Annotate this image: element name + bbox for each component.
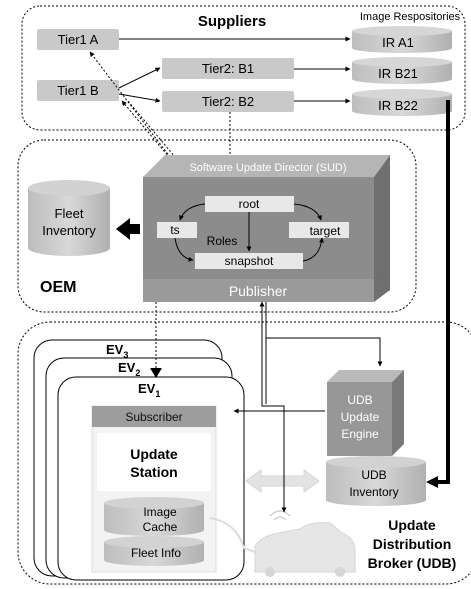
udb-title-line3: Broker (UDB) — [368, 555, 457, 571]
ev2-label: EV2 — [118, 360, 140, 378]
tier2-b1-box[interactable]: Tier2: B1 — [162, 58, 294, 79]
publisher-side-face — [374, 268, 390, 302]
image-cache-cylinder[interactable]: Image Cache — [104, 497, 204, 536]
udb-inventory-cylinder[interactable]: UDB Inventory — [326, 456, 426, 506]
udb-engine-label-3: Engine — [341, 427, 379, 441]
udb-region — [17, 321, 471, 585]
sud-to-tier1b-dotted-1 — [121, 100, 181, 171]
repos-to-udb-inventory-arrowhead — [426, 476, 438, 488]
sud-title: Software Update Director (SUD) — [189, 162, 346, 174]
udb-title-line2: Distribution — [373, 536, 452, 552]
update-station-label-2: Station — [130, 464, 177, 480]
car-wheel-rear-icon — [335, 567, 345, 577]
role-ts-label: ts — [170, 223, 179, 237]
udb-engine-side-face — [392, 370, 404, 456]
ir-b22-label: IR B22 — [378, 98, 418, 113]
ts-to-snapshot-arrow — [174, 237, 194, 262]
ev-udb-sync-arrow — [245, 469, 320, 493]
update-station-panel — [97, 433, 211, 491]
sud-side-face — [374, 155, 390, 290]
fleet-info-cylinder[interactable]: Fleet Info — [104, 536, 204, 566]
root-to-target-arrow — [293, 203, 322, 221]
publisher-to-ev1-arrowhead — [150, 368, 162, 378]
role-root-label: root — [239, 197, 260, 211]
tier1-a-label: Tier1 A — [58, 32, 99, 47]
fleet-inventory-cylinder[interactable]: Fleet Inventory — [28, 180, 110, 256]
udb-inventory-label-1: UDB — [361, 468, 386, 482]
car-icon — [254, 522, 356, 573]
sud-to-tier1b-dotted-2 — [127, 100, 187, 171]
tier1b-to-tier2b1-arrow — [118, 67, 161, 89]
udb-engine-label-1: UDB — [347, 393, 372, 407]
role-target-label: target — [310, 224, 341, 238]
wireless-signal-icon — [269, 510, 291, 521]
role-root-box[interactable]: root — [205, 196, 294, 212]
ir-a1-label: IR A1 — [382, 35, 414, 50]
oem-region — [17, 139, 417, 313]
root-to-ts-arrow — [179, 203, 206, 221]
image-cache-label-1: Image — [143, 505, 177, 519]
tier1-b-label: Tier1 B — [57, 83, 98, 98]
sud-top-face — [143, 155, 390, 177]
sud-to-tier1a-dotted — [89, 51, 181, 171]
ir-a1-cylinder[interactable]: IR A1 — [352, 26, 452, 53]
car-wheel-front-icon — [265, 567, 275, 577]
tier1b-to-tier2b2-arrow — [118, 93, 161, 103]
tier2-b2-label: Tier2: B2 — [202, 94, 254, 109]
ir-b22-cylinder[interactable]: IR B22 — [352, 89, 452, 116]
repositories-title: Image Respositories — [360, 11, 461, 23]
tier1-b-box[interactable]: Tier1 B — [37, 80, 119, 101]
tier1-a-box[interactable]: Tier1 A — [37, 29, 119, 50]
fleet-inventory-label-1: Fleet — [55, 206, 84, 221]
suppliers-title: Suppliers — [198, 13, 266, 30]
target-to-snapshot-arrow — [302, 237, 325, 262]
ev1-label: EV1 — [138, 381, 160, 399]
tier2-b1-label: Tier2: B1 — [202, 61, 254, 76]
role-ts-box[interactable]: ts — [157, 222, 197, 238]
update-station-label-1: Update — [130, 446, 178, 462]
image-cache-label-2: Cache — [143, 520, 178, 534]
ir-b21-cylinder[interactable]: IR B21 — [352, 57, 452, 84]
ir-b21-label: IR B21 — [378, 66, 418, 81]
udb-inventory-label-2: Inventory — [349, 485, 398, 499]
roles-label: Roles — [207, 234, 238, 248]
sud-to-fleet-inventory-arrow — [116, 218, 140, 240]
subscriber-box[interactable]: Subscriber — [92, 406, 216, 427]
role-snapshot-box[interactable]: snapshot — [195, 253, 303, 269]
udb-engine-label-2: Update — [341, 410, 380, 424]
fleet-info-label: Fleet Info — [131, 546, 181, 560]
repos-to-udb-inventory-line — [436, 100, 450, 484]
role-target-box[interactable]: target — [289, 222, 349, 238]
fleet-inventory-label-2: Inventory — [42, 223, 96, 238]
subscriber-label: Subscriber — [125, 410, 182, 424]
tier2-b2-box[interactable]: Tier2: B2 — [162, 91, 294, 112]
oem-title: OEM — [40, 279, 76, 296]
ev3-label: EV3 — [106, 342, 128, 360]
udb-engine-top-face — [327, 370, 404, 382]
publisher-to-udb-engine-arrow — [266, 337, 383, 367]
udb-update-engine-box[interactable]: UDB Update Engine — [327, 370, 404, 456]
image-cache-to-car-line — [209, 517, 256, 553]
udb-engine-front-face — [327, 382, 392, 456]
role-snapshot-label: snapshot — [225, 254, 274, 268]
publisher-slab[interactable]: Publisher — [143, 268, 390, 302]
publisher-front-face — [143, 279, 374, 302]
publisher-label: Publisher — [229, 283, 288, 299]
vertical-to-subscriber-join — [261, 404, 285, 411]
udb-title-line1: Update — [388, 517, 436, 533]
